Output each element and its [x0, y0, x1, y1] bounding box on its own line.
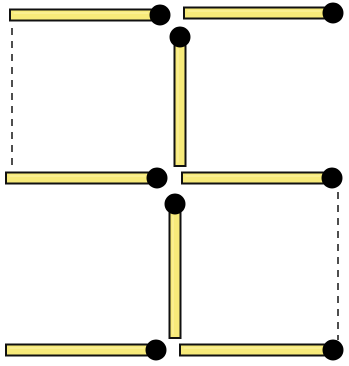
- matchstick-bottom-right[interactable]: [180, 340, 343, 360]
- matchstick-center-upper[interactable]: [170, 27, 190, 166]
- matchstick-head: [322, 168, 342, 188]
- matchstick-middle-right[interactable]: [182, 168, 342, 188]
- matchstick-body: [170, 204, 181, 338]
- matchstick-head: [323, 340, 343, 360]
- matchstick-center-lower[interactable]: [165, 194, 185, 338]
- matchstick-body: [182, 173, 332, 184]
- matchstick-body: [6, 345, 156, 356]
- matchstick-head: [165, 194, 185, 214]
- matchstick-body: [180, 345, 333, 356]
- matchstick-body: [184, 8, 333, 19]
- matchstick-head: [147, 168, 167, 188]
- matchstick-body: [6, 173, 157, 184]
- matchstick-head: [146, 340, 166, 360]
- matchstick-head: [150, 5, 170, 25]
- matchsticks-layer: [6, 3, 343, 360]
- matchstick-top-left[interactable]: [10, 5, 170, 25]
- matchstick-body: [10, 10, 160, 21]
- matchstick-middle-left[interactable]: [6, 168, 167, 188]
- matchstick-body: [175, 37, 186, 166]
- matchstick-top-right[interactable]: [184, 3, 343, 23]
- matchstick-bottom-left[interactable]: [6, 340, 166, 360]
- matchstick-head: [323, 3, 343, 23]
- matchstick-head: [170, 27, 190, 47]
